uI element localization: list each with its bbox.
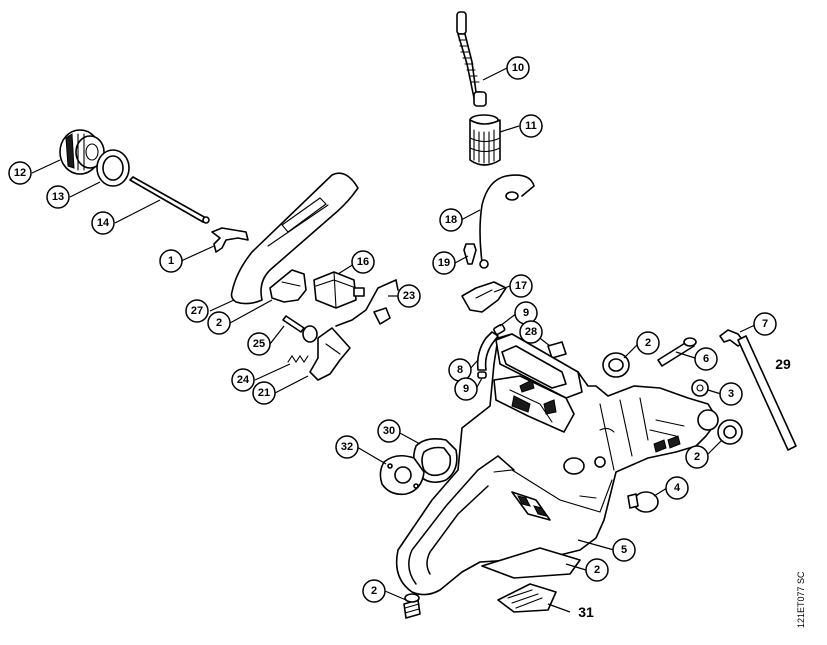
callout-14: 14 — [91, 211, 115, 235]
callout-30: 30 — [377, 419, 401, 443]
callout-4-label: 4 — [674, 482, 681, 494]
callout-11: 11 — [519, 114, 543, 138]
callout-21-label: 21 — [258, 387, 270, 399]
callout-11-label: 11 — [525, 120, 537, 132]
callout-32-label: 32 — [341, 441, 353, 453]
callout-14-label: 14 — [97, 217, 110, 229]
part-wire-link — [335, 279, 399, 327]
callout-9b-label: 9 — [463, 383, 469, 395]
callout-23-label: 23 — [403, 290, 415, 302]
callout-2e: 2 — [362, 579, 386, 603]
part-small-screw — [463, 243, 477, 265]
callout-4: 4 — [665, 476, 689, 500]
callout-7-label: 7 — [762, 318, 768, 330]
part-screw — [373, 307, 391, 325]
callout-2c-label: 2 — [694, 451, 700, 463]
callout-19: 19 — [432, 251, 456, 275]
callout-3: 3 — [719, 382, 743, 406]
callout-1: 1 — [159, 249, 183, 273]
callout-30-label: 30 — [383, 425, 395, 437]
callout-18: 18 — [439, 208, 463, 232]
callout-19-label: 19 — [438, 257, 450, 269]
callout-25-label: 25 — [253, 338, 265, 350]
part-pin — [282, 315, 305, 333]
callout-13-label: 13 — [52, 191, 64, 203]
callout-2a: 2 — [207, 311, 231, 335]
part-fuel-filter — [469, 114, 501, 166]
part-flange-gasket — [379, 454, 425, 496]
callout-5-label: 5 — [621, 544, 627, 556]
callout-2d: 2 — [585, 558, 609, 582]
part-long-rod — [737, 335, 797, 451]
callout-10: 10 — [506, 56, 530, 80]
callout-2b-label: 2 — [645, 337, 651, 349]
callout-32: 32 — [335, 435, 359, 459]
callout-2a-label: 2 — [216, 317, 222, 329]
part-ring — [96, 149, 130, 187]
callout-27: 27 — [185, 299, 209, 323]
label-31: 31 — [578, 604, 594, 620]
callout-2e-label: 2 — [371, 585, 377, 597]
part-bracket — [269, 269, 307, 303]
callout-2d-label: 2 — [594, 564, 600, 576]
part-gasket-2b — [602, 352, 630, 378]
callout-6: 6 — [694, 347, 718, 371]
callout-24-label: 24 — [237, 374, 250, 386]
callout-9b: 9 — [454, 377, 478, 401]
part-crankcase-housing — [395, 333, 719, 596]
leader-lines — [31, 67, 758, 613]
callout-18-label: 18 — [445, 214, 457, 226]
callout-9a-label: 9 — [523, 307, 529, 319]
part-oil-cap — [59, 129, 105, 175]
part-spring — [287, 355, 309, 363]
part-bottom-plate — [497, 583, 557, 613]
callout-28: 28 — [519, 320, 543, 344]
part-cap-plug — [627, 491, 659, 513]
callout-23: 23 — [397, 284, 421, 308]
part-throttle-block — [313, 271, 365, 309]
part-lever-clip — [211, 227, 249, 253]
callout-12-label: 12 — [14, 167, 26, 179]
callout-25: 25 — [247, 332, 271, 356]
callout-21: 21 — [252, 381, 276, 405]
part-clip-17 — [461, 281, 507, 313]
callout-10-label: 10 — [512, 62, 524, 74]
part-screw-6 — [657, 337, 697, 367]
callout-12: 12 — [8, 161, 32, 185]
callout-2c: 2 — [685, 445, 709, 469]
callout-27-label: 27 — [191, 305, 203, 317]
callout-13: 13 — [46, 185, 70, 209]
callout-24: 24 — [231, 368, 255, 392]
callout-17: 17 — [509, 274, 533, 298]
label-29: 29 — [775, 356, 791, 372]
part-trigger — [302, 325, 351, 381]
part-handle-guard — [230, 172, 359, 305]
part-nut — [691, 379, 709, 397]
part-fuel-hose — [456, 11, 487, 107]
callout-16: 16 — [351, 250, 375, 274]
callout-28-label: 28 — [525, 326, 537, 338]
part-bolt-2e — [403, 593, 421, 619]
callout-5: 5 — [612, 538, 636, 562]
part-ground-wire — [479, 174, 535, 269]
callout-17-label: 17 — [515, 280, 527, 292]
callout-16-label: 16 — [357, 256, 369, 268]
part-rod — [129, 176, 210, 224]
callout-6-label: 6 — [703, 353, 709, 365]
part-impulse-hose — [476, 323, 506, 379]
callout-2b: 2 — [636, 331, 660, 355]
part-grommet — [547, 341, 567, 359]
part-gasket-2c — [717, 419, 743, 445]
callout-1-label: 1 — [168, 255, 174, 267]
document-code: 121ET077 SC — [796, 571, 806, 628]
callout-7: 7 — [753, 312, 777, 336]
callout-3-label: 3 — [728, 388, 734, 400]
callout-8-label: 8 — [457, 364, 463, 376]
